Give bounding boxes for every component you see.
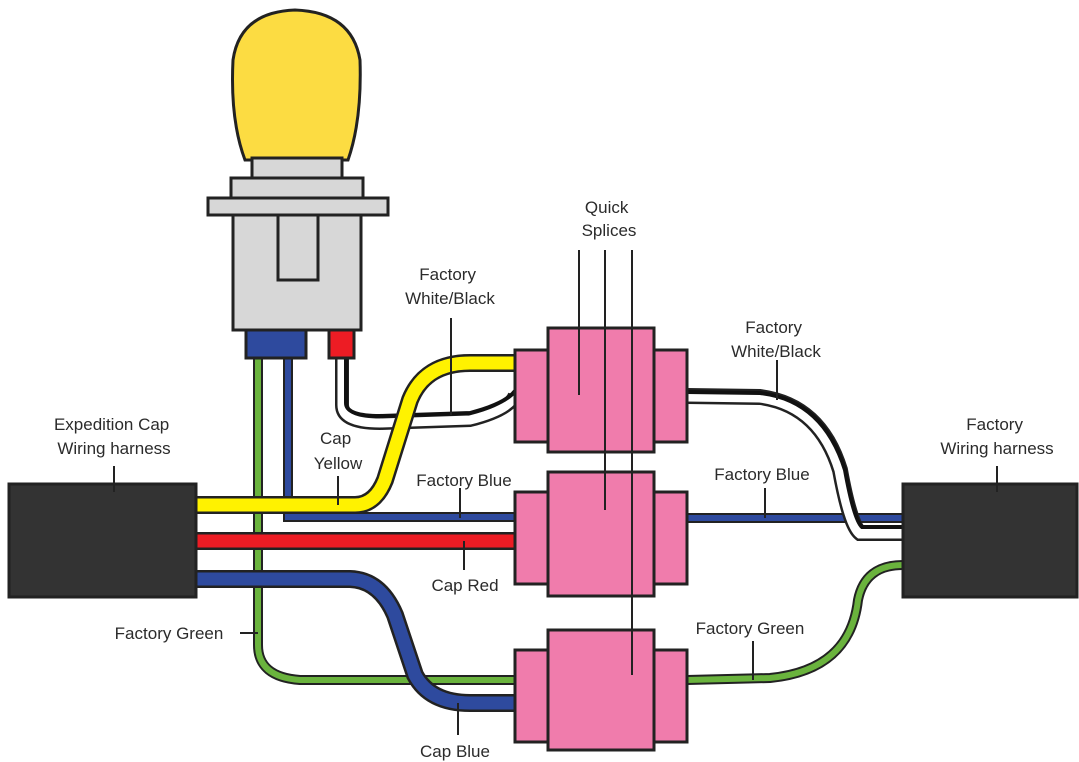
label-cap-red: Cap Red	[431, 576, 498, 595]
wires	[196, 354, 904, 712]
bulb-assembly	[206, 8, 390, 360]
label-factory-blue-left: Factory Blue	[416, 471, 511, 490]
label-factory-blue-right: Factory Blue	[714, 465, 809, 484]
socket-collar	[229, 176, 365, 200]
socket-red-terminal	[327, 328, 356, 360]
quick-splice-middle	[513, 470, 689, 598]
label-factory-white-black-right: Factory White/Black	[731, 318, 821, 361]
label-factory-white-black-left: Factory White/Black	[405, 265, 495, 308]
bulb-neck	[250, 156, 344, 180]
quick-splice-top	[513, 326, 689, 454]
expedition-cap-harness	[7, 482, 198, 599]
leader-lines	[113, 250, 998, 735]
factory-harness	[901, 482, 1079, 599]
label-quick-splices: Quick Splices	[582, 198, 637, 240]
quick-splice-bottom	[513, 628, 689, 752]
label-factory-green-right: Factory Green	[696, 619, 805, 638]
label-factory-harness: Factory Wiring harness	[940, 415, 1053, 458]
label-cap-blue: Cap Blue	[420, 742, 490, 761]
socket-flange	[206, 196, 390, 217]
labels: Quick Splices Factory White/Black Factor…	[54, 198, 1054, 761]
label-expedition-harness: Expedition Cap Wiring harness	[54, 415, 174, 458]
socket-blue-terminal	[244, 328, 308, 360]
bulb-icon	[231, 8, 362, 162]
label-factory-green-left: Factory Green	[115, 624, 224, 643]
label-cap-yellow: Cap Yellow	[314, 429, 363, 473]
socket-tab	[276, 213, 320, 282]
